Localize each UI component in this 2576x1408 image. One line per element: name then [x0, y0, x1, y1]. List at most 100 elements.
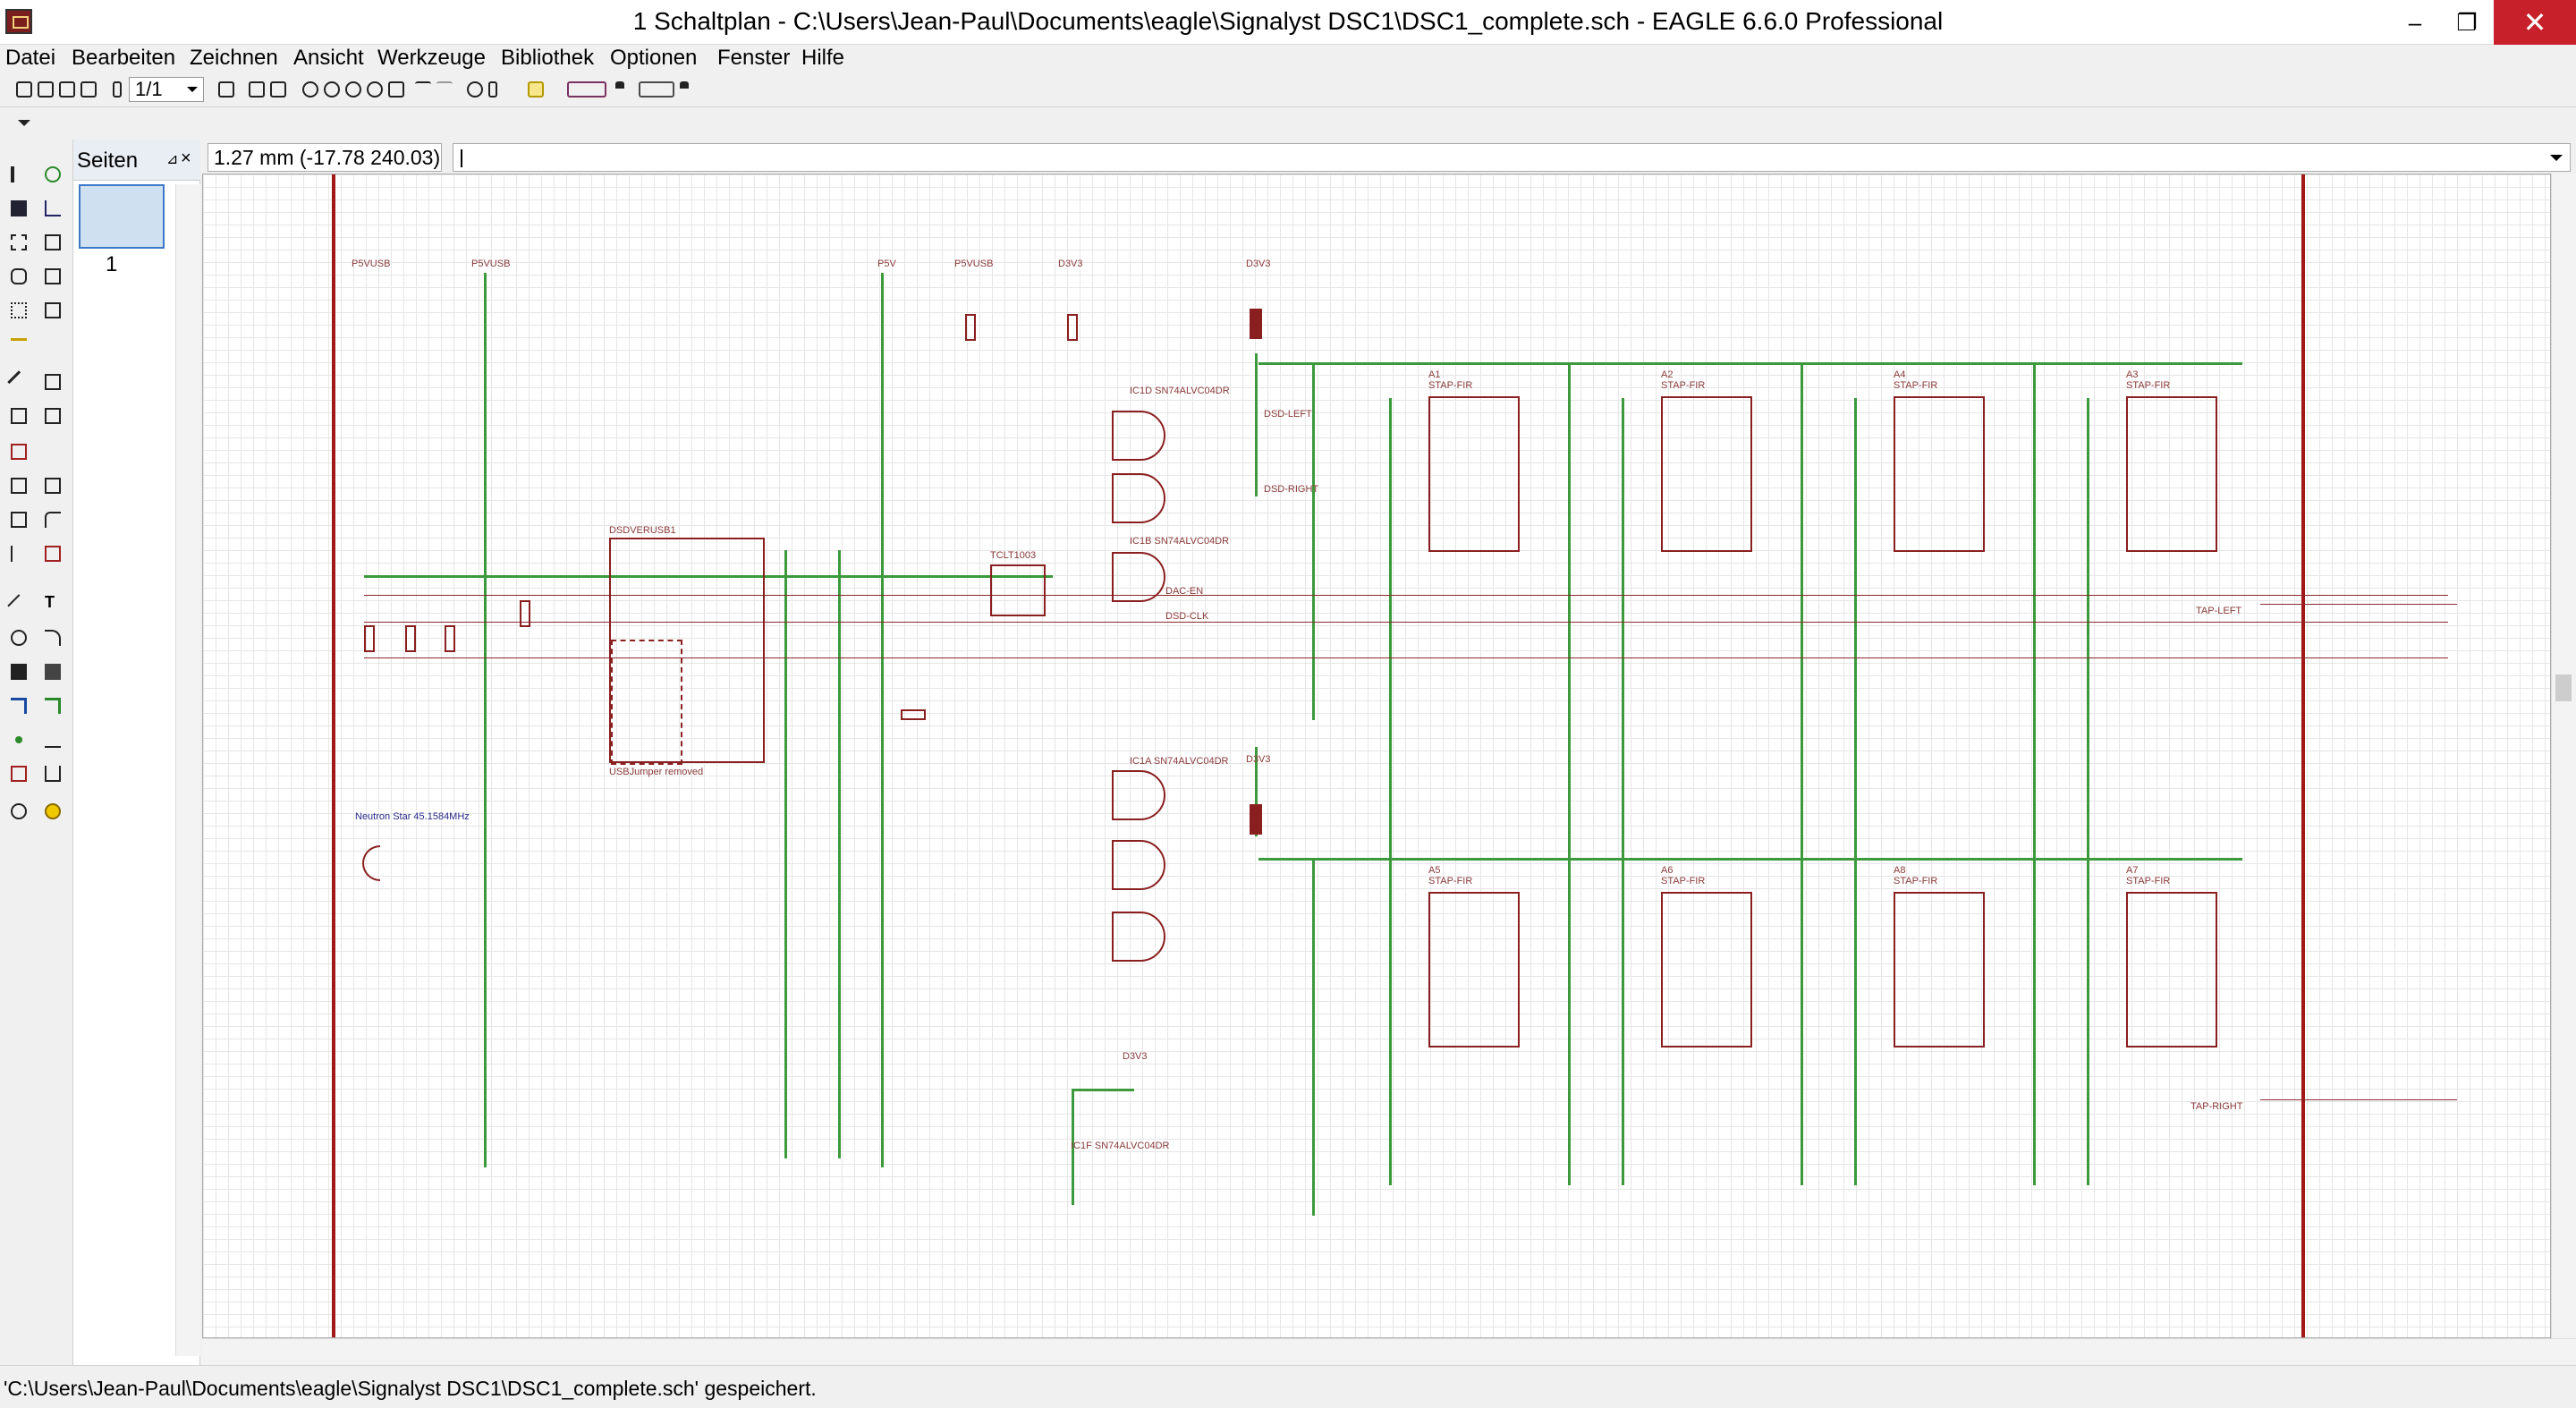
net-rail[interactable] — [2087, 398, 2089, 1185]
stap-fir-a4[interactable] — [1894, 396, 1985, 552]
resistor[interactable] — [520, 600, 530, 627]
replace-icon[interactable] — [45, 408, 61, 424]
move-icon[interactable] — [11, 234, 27, 250]
net-rail[interactable] — [1312, 362, 1315, 720]
vertical-scrollbar[interactable] — [2551, 174, 2576, 1338]
rotate-icon[interactable] — [45, 268, 61, 284]
erc-icon[interactable] — [11, 803, 27, 819]
ferrite-bead[interactable] — [1250, 804, 1262, 835]
page-thumbnail[interactable] — [79, 184, 165, 249]
buffer-ic1b[interactable] — [1112, 552, 1165, 602]
net-rail[interactable] — [1568, 362, 1571, 1185]
value-icon[interactable] — [45, 478, 61, 494]
open-icon[interactable] — [16, 81, 32, 98]
bus-icon[interactable] — [11, 698, 27, 714]
board-icon[interactable] — [218, 81, 234, 98]
tap-right-wire[interactable] — [2260, 1099, 2457, 1100]
net-rail[interactable] — [484, 273, 487, 1167]
net-rail[interactable] — [1072, 1089, 1074, 1205]
maximize-button[interactable]: ❐ — [2456, 9, 2478, 36]
menu-fenster[interactable]: Fenster — [717, 46, 791, 70]
zoom-out-icon[interactable] — [345, 81, 361, 98]
label-icon[interactable] — [45, 732, 61, 748]
buffer-ic1a[interactable] — [1112, 770, 1165, 820]
stop-icon[interactable] — [467, 81, 483, 98]
net-rail[interactable] — [881, 273, 884, 1167]
net-rail[interactable] — [1854, 398, 1857, 1185]
show-icon[interactable] — [45, 166, 61, 182]
design-link-icon[interactable] — [567, 81, 606, 98]
net-bus-top[interactable] — [1258, 362, 2242, 365]
menu-datei[interactable]: Datei — [5, 46, 56, 70]
tap-left-wire[interactable] — [2260, 604, 2457, 605]
stap-fir-a2[interactable] — [1661, 396, 1752, 552]
print-icon[interactable] — [59, 81, 75, 98]
command-history-dropdown-icon[interactable] — [2550, 155, 2563, 167]
command-line-input[interactable] — [453, 143, 2571, 172]
buffer-ic1e[interactable] — [1112, 473, 1165, 523]
miter-icon[interactable] — [45, 512, 61, 528]
stap-fir-a5[interactable] — [1428, 892, 1520, 1048]
mark-icon[interactable] — [45, 200, 61, 216]
arc-icon[interactable] — [45, 630, 61, 646]
paste-icon[interactable] — [11, 338, 27, 354]
close-icon[interactable]: × — [181, 148, 191, 168]
change-icon[interactable] — [45, 302, 61, 318]
dsd-left-wire[interactable] — [364, 595, 2448, 596]
buffer-ic1f[interactable] — [1112, 912, 1165, 962]
schematic-canvas[interactable]: USBJumper removed DSDVERUSB1 Neutron Sta… — [202, 174, 2551, 1338]
stap-fir-a7[interactable] — [2126, 892, 2217, 1048]
dsd-clk-wire[interactable] — [364, 657, 2448, 658]
optocoupler[interactable] — [990, 564, 1046, 616]
ltspice-dropdown-icon[interactable] — [680, 81, 689, 98]
copy-icon[interactable] — [45, 234, 61, 250]
eagle-app-icon[interactable] — [5, 9, 32, 34]
go-icon[interactable] — [488, 81, 497, 98]
parameter-toolbar-chevron-icon[interactable] — [18, 120, 30, 132]
resistor[interactable] — [901, 709, 926, 720]
pinswap-icon[interactable] — [11, 408, 27, 424]
polygon-icon[interactable] — [45, 664, 61, 680]
horizontal-scrollbar[interactable] — [202, 1338, 2576, 1365]
pages-scrollbar[interactable] — [175, 184, 200, 1356]
rectangle-icon[interactable] — [11, 664, 27, 680]
net-usb[interactable] — [364, 575, 1053, 578]
close-button[interactable]: ✕ — [2494, 0, 2576, 45]
stap-fir-a1[interactable] — [1428, 396, 1520, 552]
net-icon[interactable] — [45, 698, 61, 714]
info-icon[interactable] — [11, 166, 27, 182]
stap-fir-a3[interactable] — [2126, 396, 2217, 552]
menu-ansicht[interactable]: Ansicht — [293, 46, 364, 70]
buffer-ic1d[interactable] — [1112, 411, 1165, 461]
help-icon[interactable] — [528, 81, 544, 98]
design-link-dropdown-icon[interactable] — [615, 81, 624, 98]
cam-icon[interactable] — [80, 81, 97, 98]
stap-fir-a8[interactable] — [1894, 892, 1985, 1048]
name-icon[interactable] — [11, 478, 27, 494]
resistor[interactable] — [364, 625, 375, 652]
display-icon[interactable] — [11, 200, 27, 216]
menu-bibliothek[interactable]: Bibliothek — [501, 46, 595, 70]
smash-icon[interactable] — [11, 512, 27, 528]
zoom-in-icon[interactable] — [324, 81, 340, 98]
invoke-icon[interactable] — [45, 546, 61, 562]
net-rail[interactable] — [1801, 362, 1803, 1185]
menu-bearbeiten[interactable]: Bearbeiten — [72, 46, 176, 70]
net-rail[interactable] — [784, 550, 787, 1158]
dimension-icon[interactable] — [45, 766, 61, 782]
save-icon[interactable] — [38, 81, 54, 98]
attribute-icon[interactable] — [11, 766, 27, 782]
zoom-select[interactable]: 1/1 — [129, 77, 204, 102]
delete-icon[interactable] — [7, 370, 30, 394]
net-rail[interactable] — [1312, 858, 1315, 1216]
mirror-icon[interactable] — [11, 268, 27, 284]
buffer-ic1c[interactable] — [1112, 840, 1165, 890]
script-icon[interactable] — [270, 81, 286, 98]
minimize-button[interactable]: – — [2408, 9, 2422, 36]
net-rail[interactable] — [838, 550, 841, 1158]
zoom-area-icon[interactable] — [388, 81, 404, 98]
resistor[interactable] — [1067, 314, 1078, 341]
undo-icon[interactable] — [415, 81, 431, 98]
circle-icon[interactable] — [11, 630, 27, 646]
net-rail[interactable] — [1389, 398, 1392, 1185]
